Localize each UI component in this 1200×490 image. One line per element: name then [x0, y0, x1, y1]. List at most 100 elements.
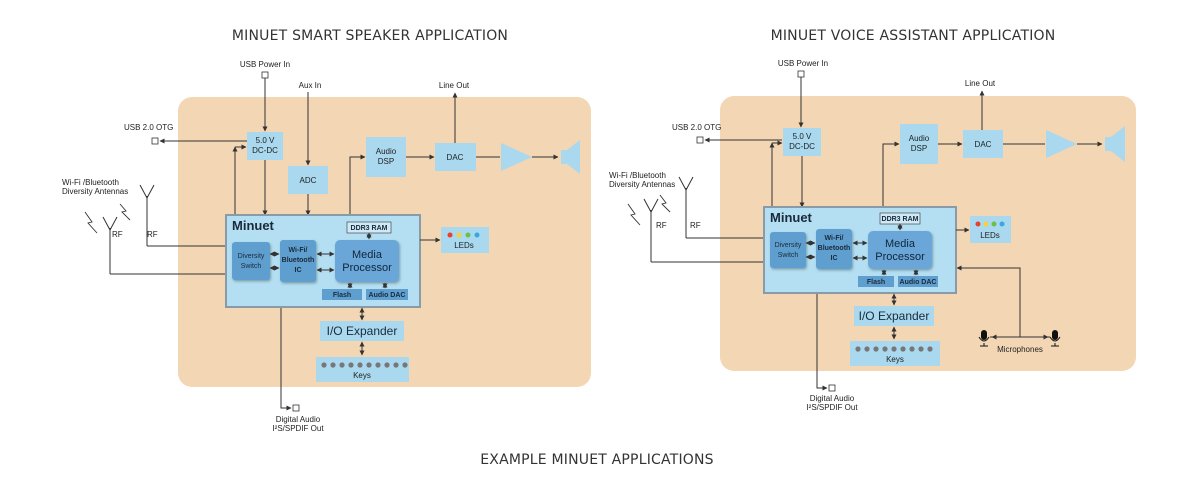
assistant-media-label-2: Processor [875, 251, 925, 263]
speaker-media-label-1: Media [352, 249, 383, 261]
assistant-dac-block [963, 130, 1003, 158]
amplifier-icon [501, 143, 532, 171]
antenna-icon [102, 216, 118, 274]
assistant-audio-dsp-block [900, 124, 938, 164]
speaker-media-processor [335, 240, 399, 282]
speaker-keys-label: Keys [353, 371, 371, 380]
speaker-adc-block [288, 166, 328, 194]
assistant-audio-dac-label: Audio DAC [900, 279, 937, 286]
speaker-diversity-switch [232, 242, 270, 280]
led-dot-icon [999, 221, 1005, 227]
assistant-antennas-label-2: Diversity Antennas [609, 180, 675, 189]
speaker-diversity-label-1: Diversity [238, 253, 265, 260]
assistant-diversity-switch [770, 232, 806, 268]
speaker-audio-dsp-label-2: DSP [378, 157, 394, 166]
microphone-icon [1049, 330, 1061, 347]
assistant-rf-label-b: RF [656, 221, 667, 230]
assistant-leds-block [970, 216, 1011, 243]
speaker-digital-audio-label-2: I²S/SPDIF Out [272, 424, 324, 433]
rf-signal-icon [84, 211, 98, 234]
assistant-audio-dsp-label-1: Audio [909, 134, 930, 143]
speaker-icon [561, 140, 580, 174]
assistant-audio-dsp-label-2: DSP [911, 144, 927, 153]
speaker-wifi-label-1: Wi-Fi/ [289, 247, 308, 254]
usb-connector-icon [261, 71, 269, 79]
assistant-keys-label: Keys [886, 355, 904, 364]
speaker-flash-block [322, 289, 362, 300]
speaker-rf-label-a: RF [147, 230, 158, 239]
speaker-dac-label: DAC [447, 153, 464, 162]
led-dot-icon [975, 221, 981, 227]
speaker-wifi-bt-ic [280, 240, 316, 282]
rf-signal-icon [627, 203, 641, 226]
assistant-media-processor [868, 231, 932, 269]
speaker-wifi-label-3: IC [295, 267, 302, 274]
usb-connector-icon [292, 404, 300, 412]
assistant-audio-dac-block [898, 276, 938, 287]
speaker-audio-dac-label: Audio DAC [369, 292, 406, 299]
speaker-antennas-label-2: Diversity Antennas [62, 187, 128, 196]
assistant-leds-label: LEDs [980, 231, 1000, 240]
speaker-usb-power-label: USB Power In [240, 60, 290, 69]
assistant-wifi-label-3: IC [831, 255, 838, 262]
assistant-dcdc-block [783, 128, 821, 156]
assistant-diversity-label-2: Switch [778, 252, 799, 259]
voice-assistant-diagram: USB Power In USB 2.0 OTG 5.0 V DC-DC Aud… [609, 59, 1136, 412]
assistant-rf-label-a: RF [690, 221, 701, 230]
title-smart-speaker: MINUET SMART SPEAKER APPLICATION [232, 28, 508, 44]
speaker-wifi-label-2: Bluetooth [282, 257, 315, 264]
assistant-digital-audio-label-2: I²S/SPDIF Out [806, 403, 858, 412]
amplifier-icon [1046, 130, 1077, 158]
led-dot-icon [991, 221, 997, 227]
antenna-icon [643, 198, 659, 262]
led-dot-icon [456, 232, 462, 238]
assistant-digital-audio-label-1: Digital Audio [810, 394, 855, 403]
key-dot-icon [855, 346, 933, 352]
speaker-dcdc-label-2: DC-DC [252, 146, 278, 155]
speaker-line-out-label: Line Out [439, 81, 470, 90]
assistant-io-expander-label: I/O Expander [859, 309, 930, 323]
rf-signal-icon [119, 203, 131, 221]
assistant-microphones-label: Microphones [997, 345, 1043, 354]
speaker-io-expander-label: I/O Expander [327, 324, 398, 338]
assistant-usb-otg-label: USB 2.0 OTG [672, 123, 721, 132]
speaker-dcdc-block [247, 132, 283, 160]
speaker-rf-label-b: RF [112, 230, 123, 239]
speaker-io-expander [320, 321, 404, 341]
assistant-usb-power-label: USB Power In [778, 59, 828, 68]
key-dot-icon [321, 362, 408, 368]
speaker-flash-label: Flash [333, 292, 351, 299]
speaker-leds-block [441, 227, 489, 253]
speaker-usb-otg-label: USB 2.0 OTG [124, 123, 173, 132]
speaker-diversity-label-2: Switch [241, 263, 262, 270]
speaker-antennas-label-1: Wi-Fi /Bluetooth [62, 178, 119, 187]
speaker-audio-dsp-label-1: Audio [376, 147, 397, 156]
rf-signal-icon [659, 194, 671, 213]
antenna-icon [139, 184, 155, 246]
usb-connector-icon [797, 70, 805, 78]
smart-speaker-diagram: USB Power In USB 2.0 OTG 5.0 V DC-DC Aux… [62, 60, 591, 433]
speaker-media-label-2: Processor [342, 262, 392, 274]
assistant-line-out-label: Line Out [965, 79, 996, 88]
speaker-digital-audio-label-1: Digital Audio [276, 415, 321, 424]
speaker-icon [1105, 126, 1125, 162]
speaker-leds-label: LEDs [454, 241, 474, 250]
usb-connector-icon [696, 136, 704, 144]
speaker-keys-block [316, 357, 409, 382]
speaker-chip-title: Minuet [232, 218, 275, 233]
microphone-icon [978, 330, 990, 347]
assistant-ddr3-label: DDR3 RAM [882, 216, 919, 223]
usb-connector-icon [828, 384, 836, 392]
usb-connector-icon [151, 137, 159, 145]
assistant-wifi-label-2: Bluetooth [818, 245, 851, 252]
assistant-io-expander [854, 306, 934, 326]
title-example-applications: EXAMPLE MINUET APPLICATIONS [480, 452, 714, 468]
speaker-audio-dsp-block [366, 137, 406, 177]
assistant-antennas-label-1: Wi-Fi /Bluetooth [609, 171, 666, 180]
assistant-diversity-label-1: Diversity [775, 242, 802, 249]
assistant-wifi-bt-ic [816, 229, 852, 269]
led-dot-icon [474, 232, 480, 238]
assistant-media-label-1: Media [885, 238, 916, 250]
assistant-flash-block [858, 276, 894, 287]
